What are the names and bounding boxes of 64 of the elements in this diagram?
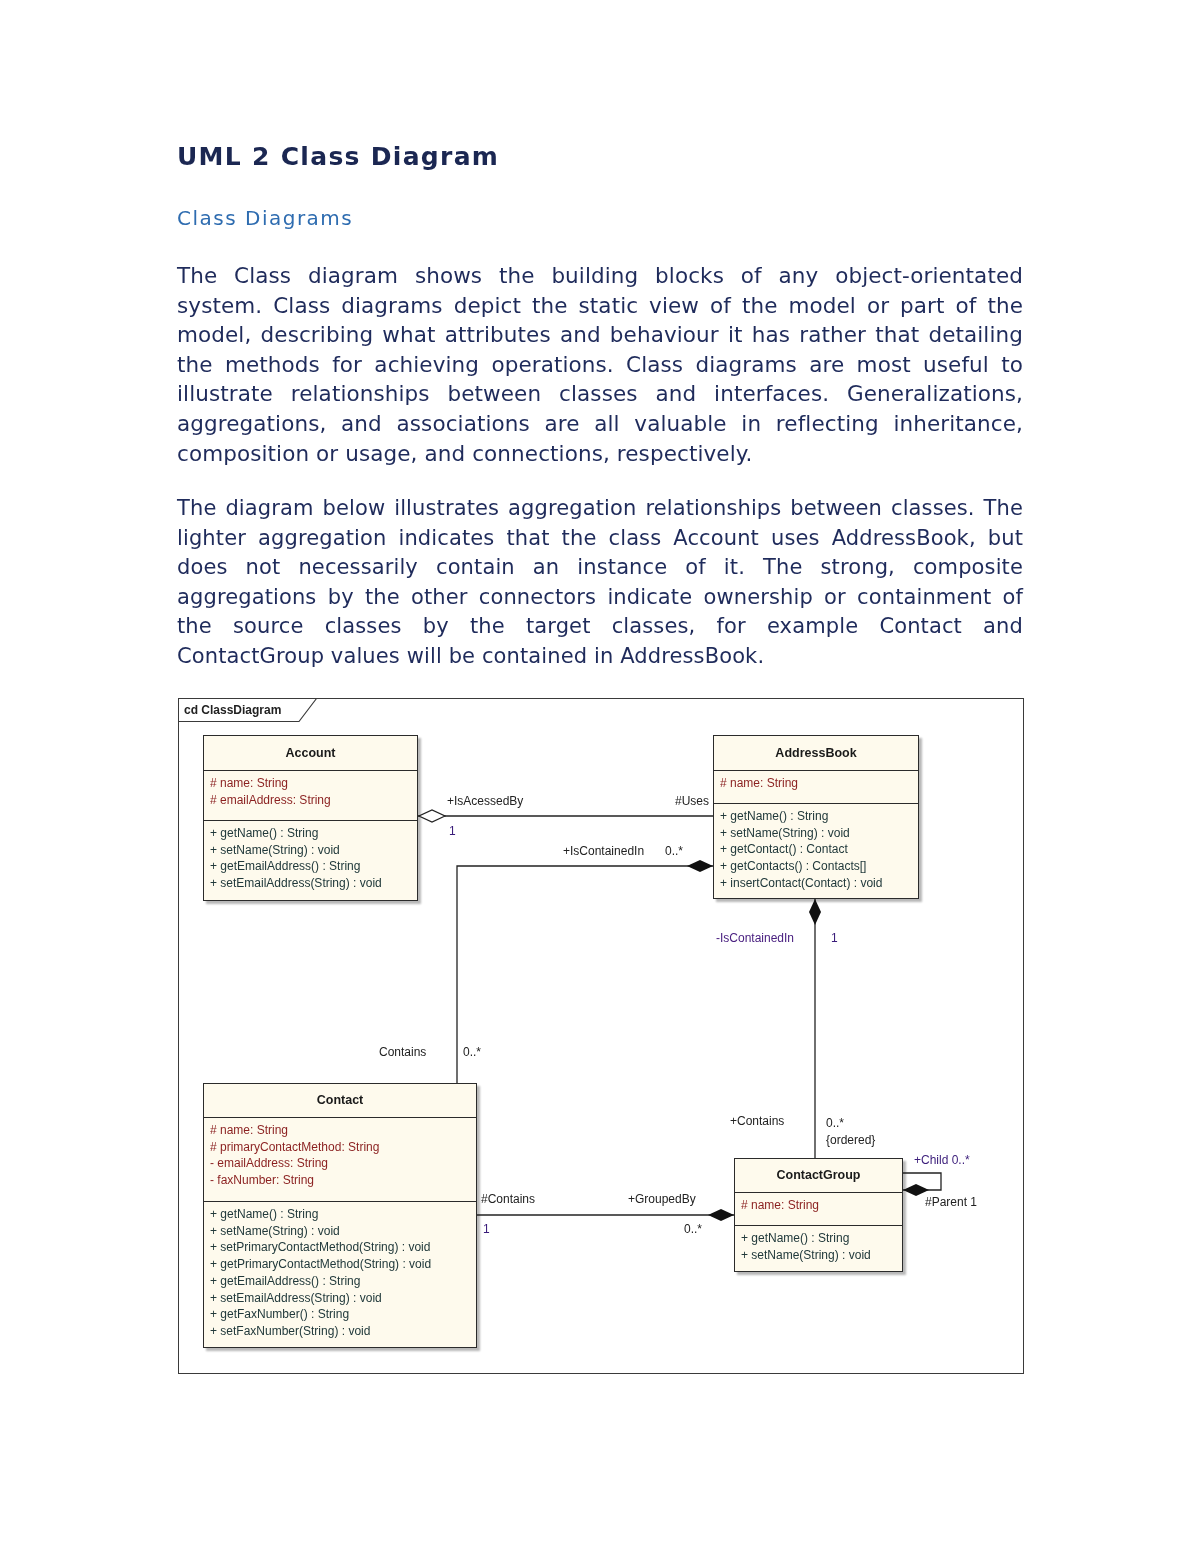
operation-text: + setName(String) : void (210, 1222, 340, 1240)
role-label: +IsContainedIn (563, 844, 645, 858)
constraint-label: {ordered} (826, 1133, 876, 1147)
class-name: AddressBook (775, 745, 857, 761)
role-label: -IsContainedIn (716, 931, 795, 945)
class-box (203, 735, 418, 901)
body-paragraph: The Class diagram shows the building blocks of any object-orientated system. Class diagrams depict the static view of the model or part of the model, describing what attributes and behaviour it has rather that detailing the methods for achieving operations. Class diagrams are most useful to illustrate relationships between classes and interfaces. Generalizations, aggregations, and associations are all valuable in reflecting inheritance, composition or usage, and connections, respectively. (177, 262, 1023, 468)
diagram-frame (178, 698, 1024, 1374)
operation-text: + getPrimaryContactMethod(String) : void (210, 1256, 432, 1273)
operation-text: + getName() : String (210, 825, 319, 842)
multiplicity-label: 1 (449, 824, 456, 838)
role-label: +IsAcessedBy (447, 794, 524, 808)
role-label: #Uses (675, 794, 709, 808)
frame-title: cd ClassDiagram (184, 703, 282, 717)
multiplicity-label: 1 (483, 1222, 490, 1236)
class-box (713, 735, 919, 899)
multiplicity-label: 0..* (684, 1222, 702, 1236)
operation-text: + getName() : String (720, 808, 829, 825)
operation-text: + setName(String) : void (720, 824, 850, 842)
operation-text: + getName() : String (210, 1206, 319, 1223)
role-label: +GroupedBy (628, 1192, 696, 1206)
composition-connector (809, 898, 821, 1159)
operation-text: + getEmailAddress() : String (210, 1272, 361, 1290)
class-box (734, 1158, 903, 1272)
class-box (203, 1083, 477, 1348)
operation-text: + getFaxNumber() : String (210, 1306, 350, 1323)
multiplicity-label: 0..* (665, 844, 683, 858)
role-label: Contains (379, 1045, 427, 1059)
multiplicity-label: 0..* (463, 1045, 481, 1059)
composition-connector (456, 860, 714, 1084)
operation-text: + setName(String) : void (210, 841, 340, 859)
attribute-text: # emailAddress: String (210, 791, 331, 809)
attribute-text: # name: String (741, 1197, 820, 1214)
role-label: #Parent 1 (925, 1195, 978, 1209)
operation-text: + setFaxNumber(String) : void (210, 1322, 371, 1340)
aggregation-connector (417, 809, 714, 823)
attribute-text: - faxNumber: String (210, 1172, 315, 1189)
operation-text: + getEmailAddress() : String (210, 858, 361, 876)
attribute-text: # primaryContactMethod: String (210, 1138, 380, 1156)
attribute-text: - emailAddress: String (210, 1155, 329, 1173)
class-name: Contact (316, 1093, 364, 1108)
class-name: Account (285, 745, 336, 761)
operation-text: + setPrimaryContactMethod(String) : void (210, 1239, 431, 1257)
role-label: +Child 0..* (914, 1153, 970, 1167)
operation-text: + getContact() : Contact (720, 841, 848, 859)
multiplicity-label: 0..* (826, 1116, 844, 1130)
page-title: UML 2 Class Diagram (177, 142, 500, 172)
composition-connector (476, 1209, 735, 1221)
section-heading: Class Diagrams (177, 205, 354, 231)
operation-text: + setEmailAddress(String) : void (210, 1289, 382, 1307)
attribute-text: # name: String (210, 775, 289, 792)
role-label: +Contains (730, 1114, 785, 1128)
attribute-text: # name: String (720, 775, 799, 792)
operation-text: + setEmailAddress(String) : void (210, 875, 382, 892)
operation-text: + getName() : String (741, 1230, 850, 1247)
role-label: #Contains (481, 1192, 536, 1206)
operation-text: + setName(String) : void (741, 1246, 871, 1264)
composition-connector (902, 1172, 942, 1196)
multiplicity-label: 1 (831, 931, 838, 945)
operation-text: + insertContact(Contact) : void (720, 874, 883, 892)
body-paragraph: The diagram below illustrates aggregation relationships between classes. The lighter aggregation indicates that the class Account uses AddressBook, but does not necessarily contain an instance of it. The strong, composite aggregations by the other connectors indicate ownership or containment of the source classes by the target classes, for example Contact and ContactGroup values will be contained in AddressBook. (177, 495, 1023, 670)
class-name: ContactGroup (776, 1168, 861, 1183)
operation-text: + getContacts() : Contacts[] (720, 858, 867, 875)
attribute-text: # name: String (210, 1122, 289, 1139)
